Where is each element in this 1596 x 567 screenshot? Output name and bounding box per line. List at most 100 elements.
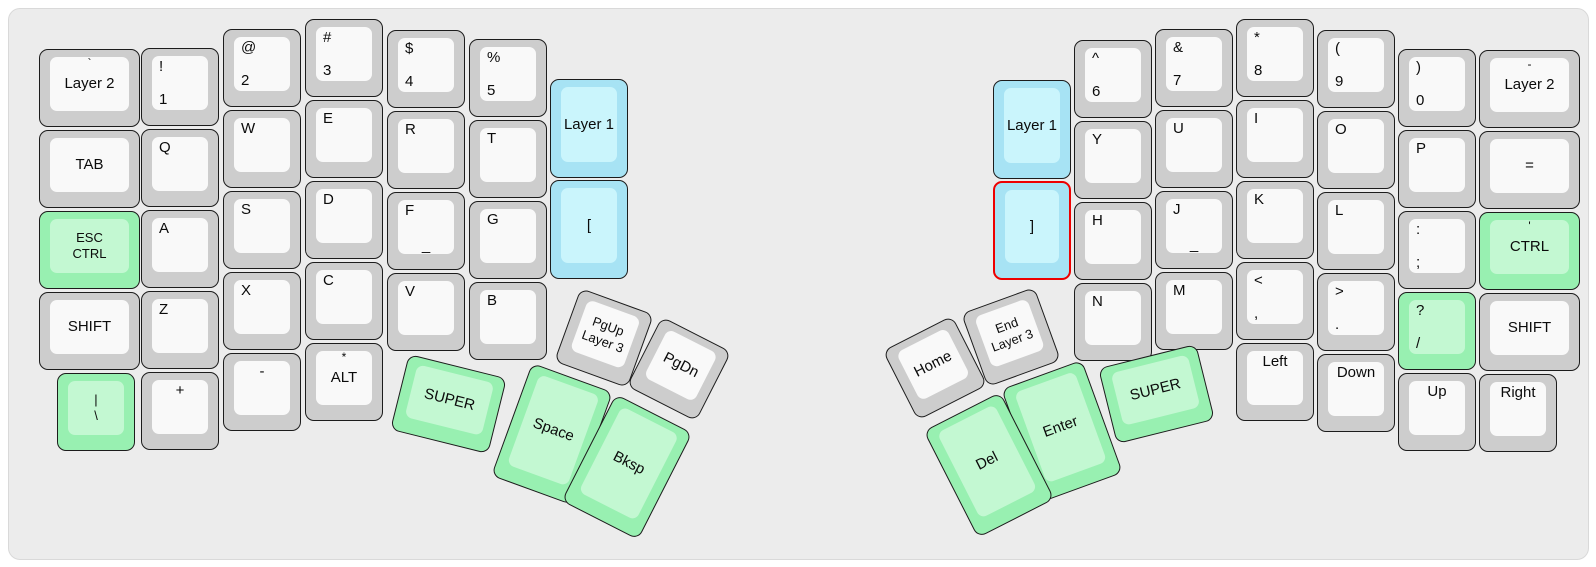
keycap-face: *8: [1247, 27, 1303, 81]
key-2[interactable]: @2: [223, 29, 301, 107]
key-label: =: [1525, 157, 1534, 175]
key-5[interactable]: %5: [469, 39, 547, 117]
key-f[interactable]: F_: [387, 192, 465, 270]
key-e[interactable]: E: [305, 100, 383, 178]
key-label: <: [1254, 272, 1263, 289]
keycap-face: ESC CTRL: [50, 219, 129, 273]
key-k[interactable]: K: [1236, 181, 1314, 259]
key-label: 8: [1254, 61, 1263, 79]
key-label: A: [159, 220, 170, 237]
key-1[interactable]: !1: [141, 48, 219, 126]
key-label: Z: [159, 301, 169, 318]
key-down[interactable]: Down: [1317, 354, 1395, 432]
key-g[interactable]: G: [469, 201, 547, 279]
key-s[interactable]: S: [223, 191, 301, 269]
key-c[interactable]: C: [305, 262, 383, 340]
key-label: V: [405, 283, 416, 300]
key-r[interactable]: R: [387, 111, 465, 189]
key-semicolon[interactable]: :;: [1398, 211, 1476, 289]
keycap-face: X: [234, 280, 290, 334]
key-layer1-left[interactable]: Layer 1: [550, 79, 628, 178]
key-left[interactable]: Left: [1236, 343, 1314, 421]
key-label: ^: [1092, 50, 1100, 67]
keycap-face: H: [1085, 210, 1141, 264]
key-0[interactable]: )0: [1398, 49, 1476, 127]
key-9[interactable]: (9: [1317, 30, 1395, 108]
keycap-face: SUPER: [404, 364, 495, 436]
key-n[interactable]: N: [1074, 283, 1152, 361]
key-label: TAB: [75, 156, 104, 174]
keycap-face: =: [1490, 139, 1569, 193]
key-label: H: [1092, 212, 1103, 229]
key-comma[interactable]: <,: [1236, 262, 1314, 340]
key-v[interactable]: V: [387, 273, 465, 351]
key-label: D: [323, 191, 334, 208]
key-t[interactable]: T: [469, 120, 547, 198]
key-minus[interactable]: -: [223, 353, 301, 431]
key-label: PgUp Layer 3: [579, 313, 627, 356]
key-label: 6: [1092, 82, 1101, 100]
key-plus[interactable]: +: [141, 372, 219, 450]
key-y[interactable]: Y: [1074, 121, 1152, 199]
key-label: _: [421, 236, 431, 254]
key-label: 1: [159, 90, 168, 108]
key-layer2-minus[interactable]: -Layer 2: [1479, 50, 1580, 128]
key-3[interactable]: #3: [305, 19, 383, 97]
key-shift-left[interactable]: SHIFT: [39, 292, 140, 370]
key-4[interactable]: $4: [387, 30, 465, 108]
key-h[interactable]: H: [1074, 202, 1152, 280]
key-esc-ctrl[interactable]: ESC CTRL: [39, 211, 140, 289]
keycap-face: F_: [398, 200, 454, 254]
key-label: 2: [241, 71, 250, 89]
key-up[interactable]: Up: [1398, 373, 1476, 451]
keycap-face: [: [561, 188, 617, 263]
key-super-left[interactable]: SUPER: [390, 353, 507, 455]
key-label: Y: [1092, 131, 1103, 148]
key-7[interactable]: &7: [1155, 29, 1233, 107]
key-d[interactable]: D: [305, 181, 383, 259]
key-shift-right[interactable]: SHIFT: [1479, 293, 1580, 371]
key-o[interactable]: O: [1317, 111, 1395, 189]
key-period[interactable]: >.: [1317, 273, 1395, 351]
keycap-face: (9: [1328, 38, 1384, 92]
key-w[interactable]: W: [223, 110, 301, 188]
keycap-face: W: [234, 118, 290, 172]
key-right[interactable]: Right: [1479, 374, 1557, 452]
key-6[interactable]: ^6: [1074, 40, 1152, 118]
key-label: T: [487, 130, 497, 147]
keycap-face: +: [152, 380, 208, 434]
key-m[interactable]: M: [1155, 272, 1233, 350]
key-i[interactable]: I: [1236, 100, 1314, 178]
key-alt[interactable]: *ALT: [305, 343, 383, 421]
key-tab[interactable]: TAB: [39, 130, 140, 208]
keycap-face: Q: [152, 137, 208, 191]
key-b[interactable]: B: [469, 282, 547, 360]
key-q[interactable]: Q: [141, 129, 219, 207]
key-question-slash[interactable]: ?/: [1398, 292, 1476, 370]
key-lbracket[interactable]: [: [550, 180, 628, 279]
key-rbracket[interactable]: ]: [993, 181, 1071, 280]
key-label: 0: [1416, 91, 1425, 109]
key-label: X: [241, 282, 252, 299]
key-label: Left: [1262, 353, 1288, 370]
key-p[interactable]: P: [1398, 130, 1476, 208]
key-label: SUPER: [422, 385, 477, 415]
key-label: G: [487, 211, 499, 228]
key-label: E: [323, 110, 334, 127]
key-quote-ctrl[interactable]: 'CTRL: [1479, 212, 1580, 290]
keycap-face: R: [398, 119, 454, 173]
key-label: ): [1416, 59, 1421, 76]
key-pipe-backslash[interactable]: | \: [57, 373, 135, 451]
key-layer1-right[interactable]: Layer 1: [993, 80, 1071, 179]
key-z[interactable]: Z: [141, 291, 219, 369]
key-equals[interactable]: =: [1479, 131, 1580, 209]
key-l[interactable]: L: [1317, 192, 1395, 270]
key-x[interactable]: X: [223, 272, 301, 350]
key-label: Right: [1500, 384, 1536, 401]
key-8[interactable]: *8: [1236, 19, 1314, 97]
key-layer2-grave[interactable]: `Layer 2: [39, 49, 140, 127]
key-j[interactable]: J_: [1155, 191, 1233, 269]
key-u[interactable]: U: [1155, 110, 1233, 188]
key-a[interactable]: A: [141, 210, 219, 288]
key-label: Up: [1427, 383, 1447, 400]
